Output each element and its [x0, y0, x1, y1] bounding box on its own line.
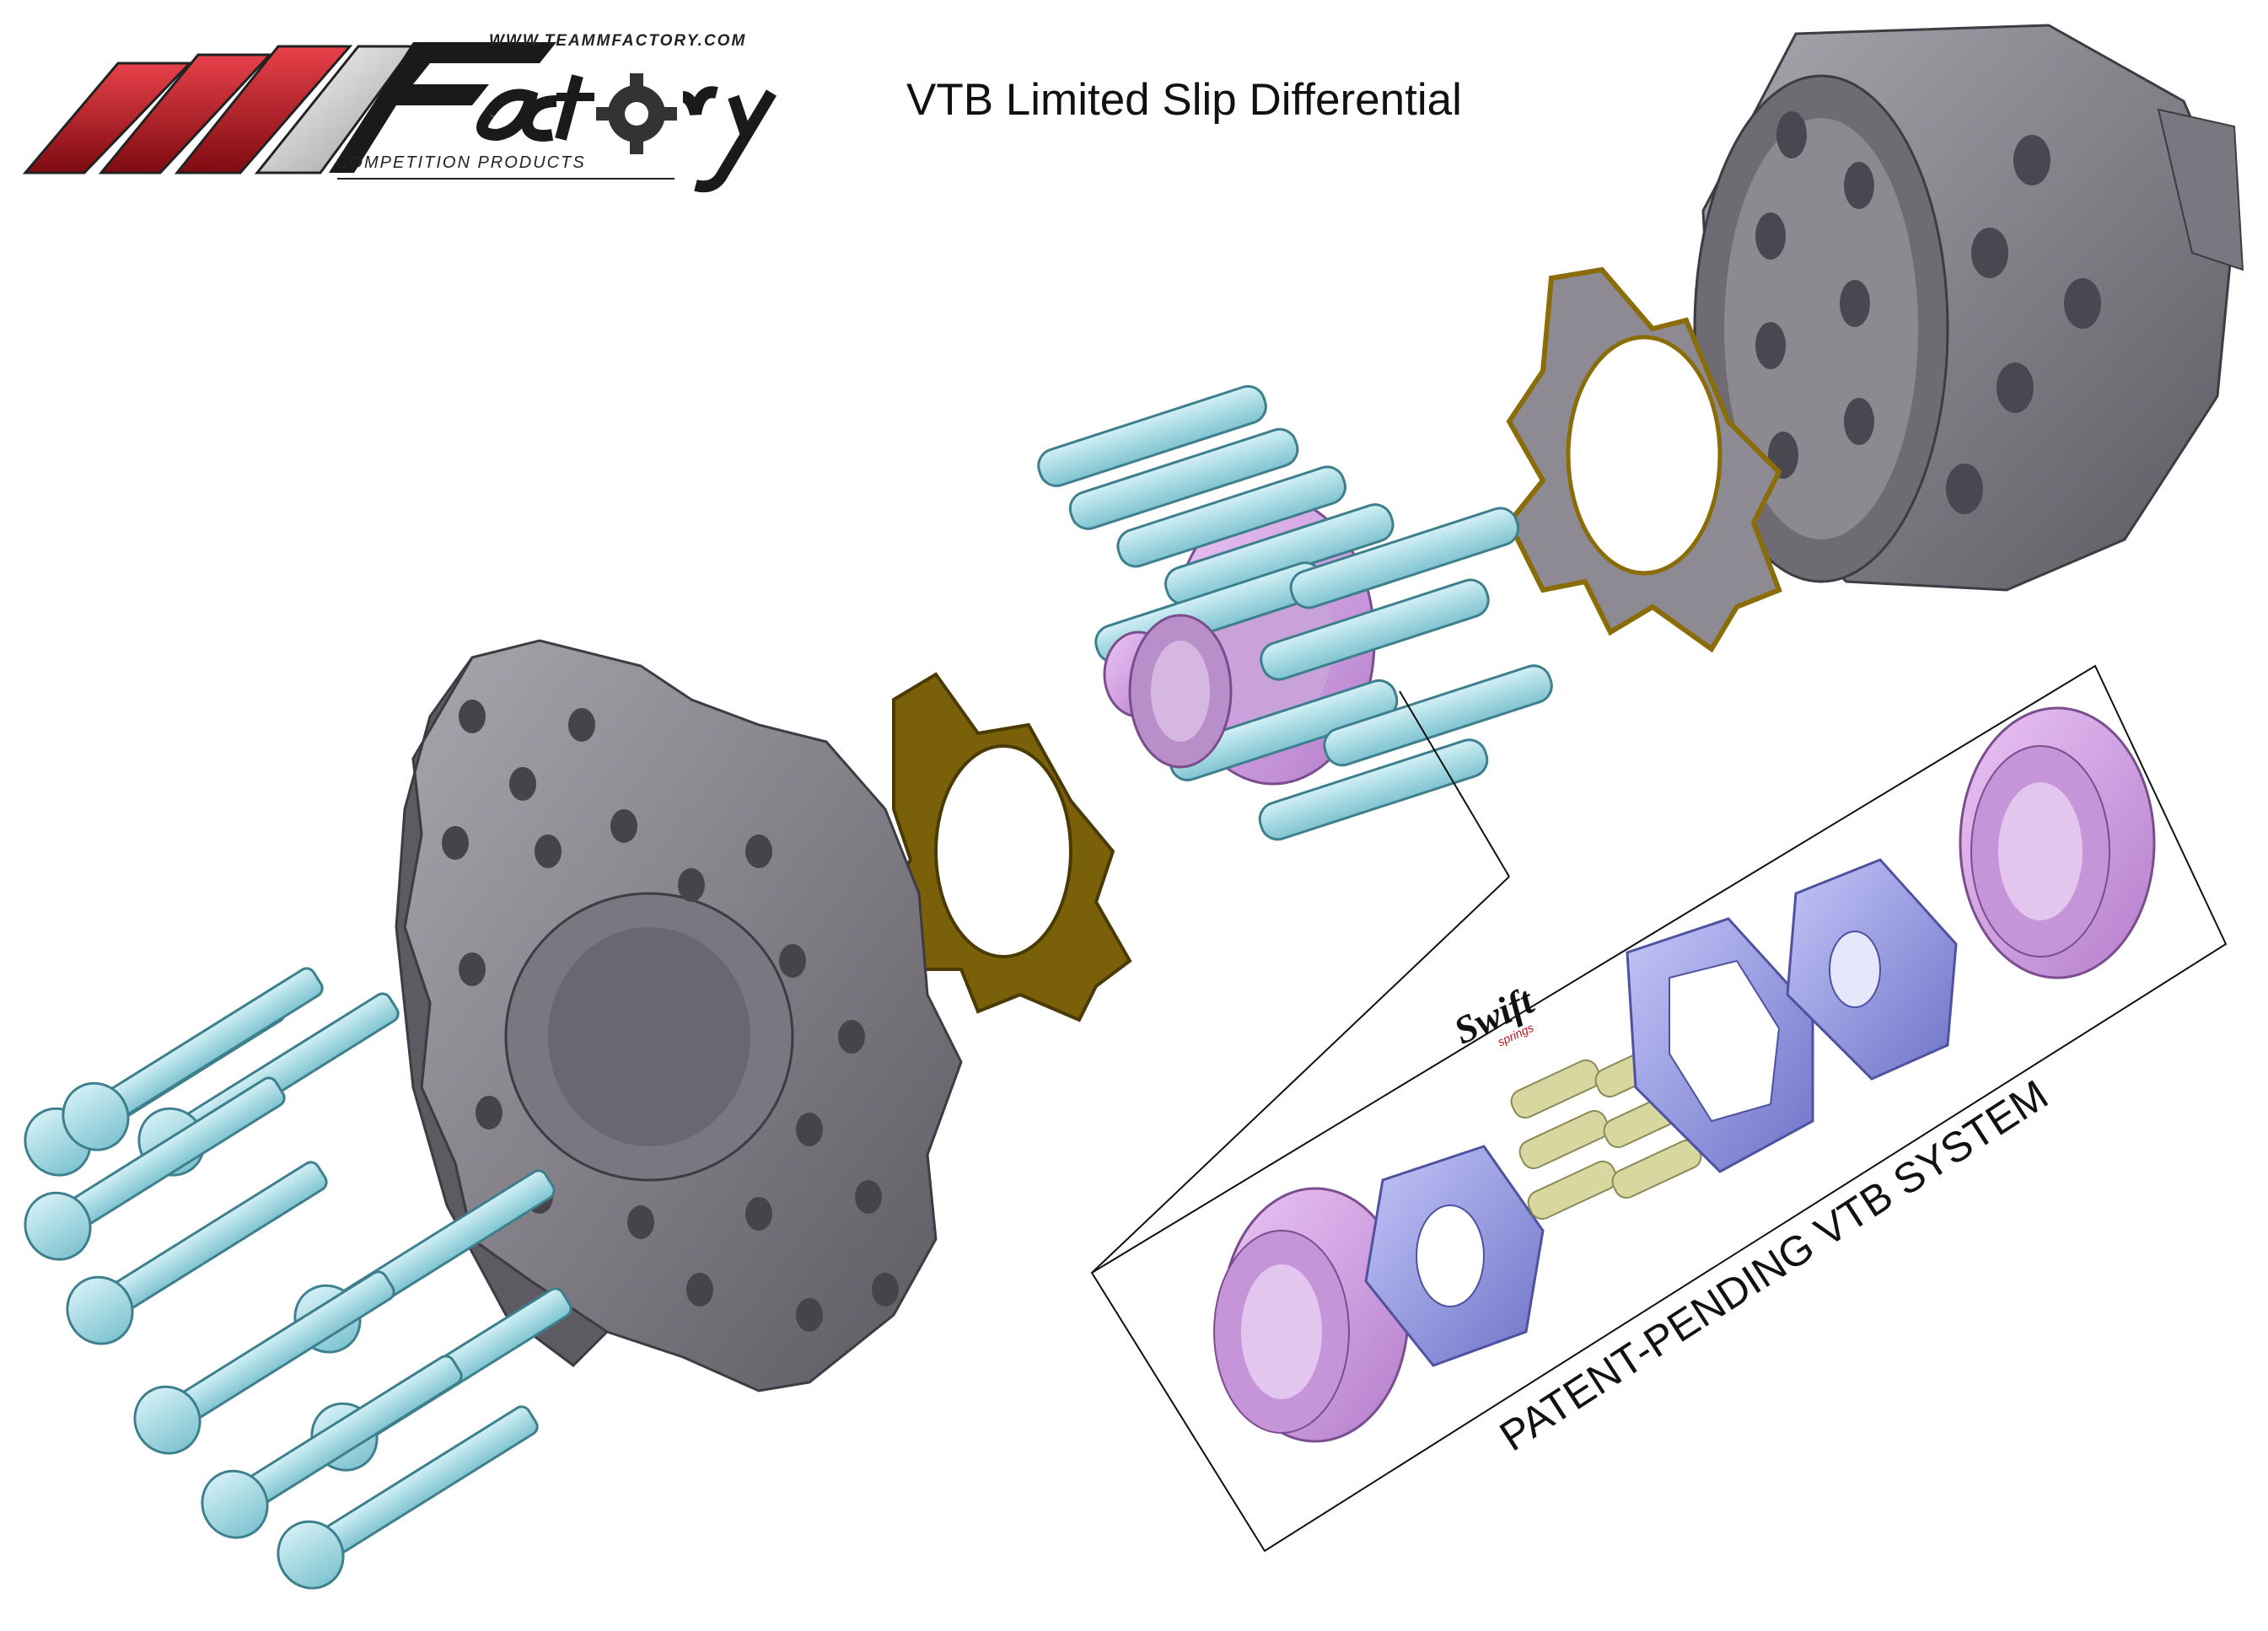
differential-housing	[1693, 24, 2244, 592]
callout-lines	[1091, 690, 1510, 1274]
bolt	[277, 1405, 539, 1590]
inset-cam-ring	[1626, 917, 1814, 1173]
thrust-washer-left	[883, 672, 1132, 1022]
inset-cam-left	[1364, 1145, 1545, 1367]
bolt	[62, 967, 324, 1151]
carrier-flange	[395, 639, 963, 1392]
inset-side-gear-left	[1213, 1187, 1410, 1443]
logo-subtitle: COMPETITION PRODUCTS	[336, 153, 586, 172]
logo-url[interactable]: WWW.TEAMMFACTORY.COM	[489, 32, 747, 50]
pinion-gear-cluster	[1037, 384, 1553, 841]
inset-side-gear-right	[1959, 706, 2156, 979]
inset-cam-right	[1786, 858, 1958, 1081]
bolt	[66, 1161, 328, 1345]
bolt-set	[24, 967, 572, 1590]
thrust-washer-right	[1506, 266, 1782, 653]
bolt	[24, 1076, 286, 1261]
bolt	[133, 1270, 395, 1455]
bolt	[201, 1355, 463, 1539]
page-title: VTB Limited Slip Differential	[906, 75, 1462, 125]
inset-frame	[1090, 664, 2228, 1553]
logo-graphic	[22, 42, 777, 193]
gear-icon	[596, 73, 677, 154]
